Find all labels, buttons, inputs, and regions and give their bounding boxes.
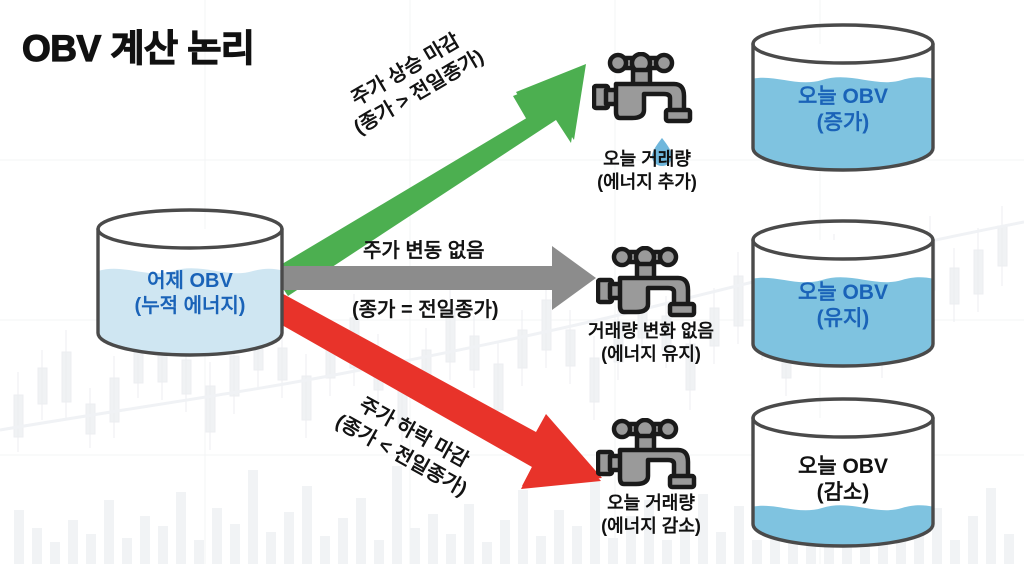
faucet-icon	[592, 52, 693, 124]
arrow-label-price-flat-line2: (종가 = 전일종가)	[352, 299, 499, 321]
faucet-unchanged-label: 거래량 변화 없음 (에너지 유지)	[588, 321, 714, 364]
faucet-adding: 오늘 거래량 (에너지 추가)	[592, 52, 702, 192]
arrow-label-price-up: 주가 상승 마감 (종가 > 전일종가)	[336, 22, 489, 141]
faucet-unchanged: 거래량 변화 없음 (에너지 유지)	[588, 246, 714, 364]
cylinder-today-obv-increase: 오늘 OBV (증가)	[748, 22, 938, 172]
cylinder-today-obv-decrease: 오늘 OBV (감소)	[748, 396, 938, 548]
arrow-label-price-flat-line1: 주가 변동 없음	[363, 240, 485, 262]
faucet-reducing: 오늘 거래량 (에너지 감소)	[596, 418, 706, 536]
cylinder-today-obv-hold: 오늘 OBV (유지)	[748, 218, 938, 368]
water-drop-icon	[652, 138, 672, 166]
faucet-reducing-label: 오늘 거래량 (에너지 감소)	[601, 493, 701, 536]
cylinder-yesterday-obv: 어제 OBV (누적 에너지)	[93, 207, 287, 357]
faucet-icon	[596, 246, 697, 318]
faucet-icon	[596, 418, 697, 490]
page-title: OBV 계산 논리	[21, 27, 255, 69]
arrow-label-price-down: 주가 하락 마감 (종가 < 전일종가)	[331, 386, 484, 503]
faucet-adding-label: 오늘 거래량 (에너지 추가)	[597, 149, 697, 192]
